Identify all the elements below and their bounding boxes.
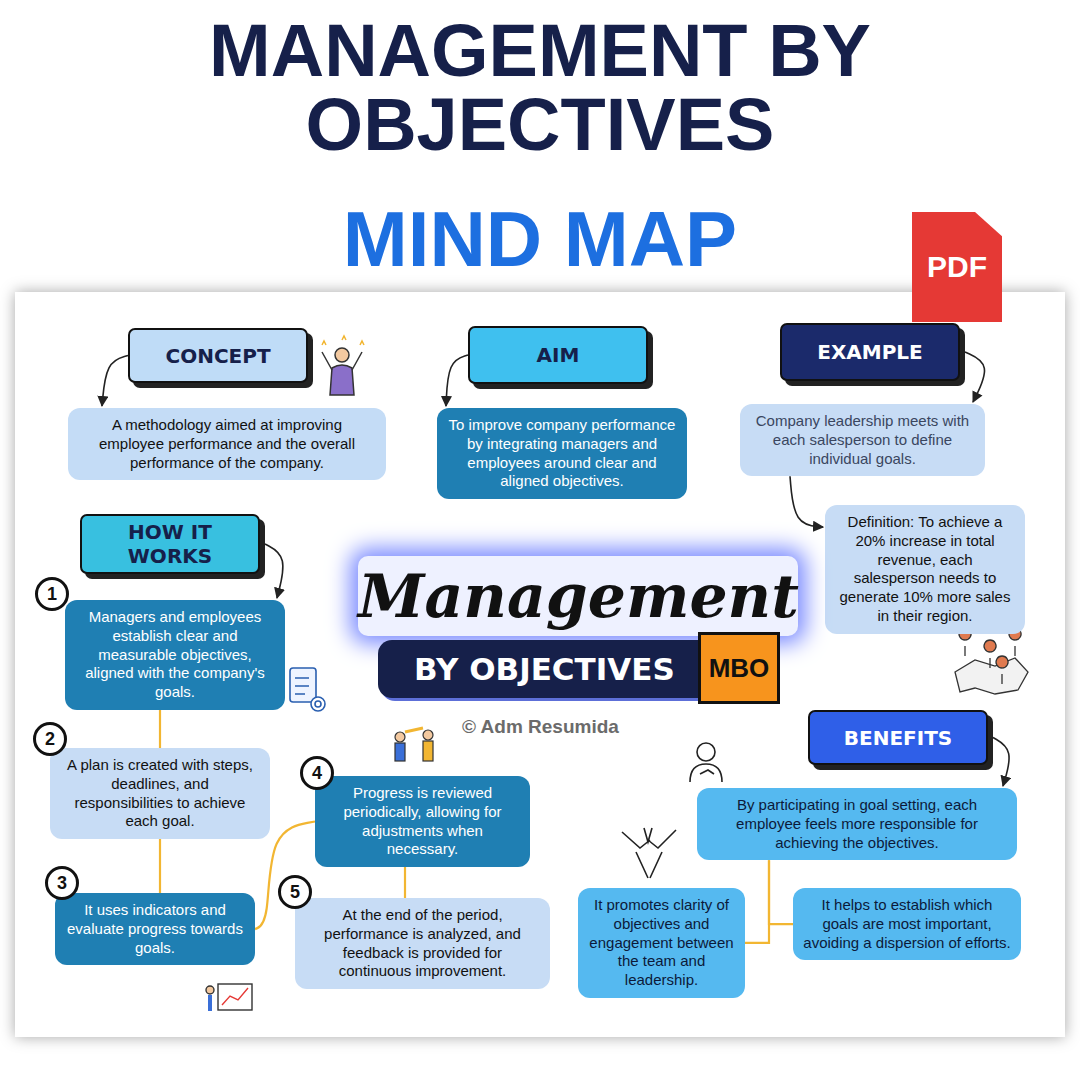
benefit-box: It promotes clarity of objectives and en… — [578, 888, 745, 998]
step-box: At the end of the period, performance is… — [295, 898, 550, 989]
header-text: EXAMPLE — [817, 340, 923, 364]
step-number-text: 2 — [45, 729, 55, 750]
connector-arrow — [102, 356, 128, 407]
text-bubble: To improve company performance by integr… — [437, 408, 687, 499]
section-header: HOW IT WORKS — [80, 514, 260, 574]
node-text: It promotes clarity of objectives and en… — [588, 896, 735, 990]
team-icon — [395, 728, 433, 761]
node-text: Company leadership meets with each sales… — [750, 412, 975, 468]
node-text: A plan is created with steps, deadlines,… — [60, 756, 260, 831]
step-number: 5 — [278, 875, 312, 909]
step-number-text: 3 — [57, 873, 67, 894]
node-text: A methodology aimed at improving employe… — [78, 416, 376, 472]
header-text: AIM — [537, 343, 580, 367]
step-number: 2 — [33, 722, 67, 756]
step-box: Progress is reviewed periodically, allow… — [315, 776, 530, 867]
step-number: 1 — [35, 577, 69, 611]
text-bubble: A methodology aimed at improving employe… — [68, 408, 386, 480]
subtitle: MIND MAP — [240, 200, 840, 278]
page-title: MANAGEMENT BY OBJECTIVES — [90, 14, 990, 162]
node-text: Definition: To achieve a 20% increase in… — [835, 513, 1015, 626]
text-bubble: Definition: To achieve a 20% increase in… — [825, 505, 1025, 634]
connector-arrow — [790, 476, 823, 527]
section-header: CONCEPT — [128, 328, 308, 383]
step-number-text: 4 — [312, 763, 322, 784]
node-text: At the end of the period, performance is… — [305, 906, 540, 981]
node-text: By participating in goal setting, each e… — [707, 796, 1007, 852]
pdf-icon: PDF — [912, 212, 1002, 322]
node-text: It uses indicators and evaluate progress… — [65, 901, 245, 957]
text-bubble: Company leadership meets with each sales… — [740, 404, 985, 476]
step-box: Managers and employees establish clear a… — [65, 600, 285, 710]
node-text: It helps to establish which goals are mo… — [803, 896, 1011, 952]
benefit-box: By participating in goal setting, each e… — [697, 788, 1017, 860]
header-text: HOW IT WORKS — [90, 520, 250, 568]
connector-line — [159, 710, 161, 748]
header-text: BENEFITS — [844, 726, 952, 750]
responsible-icon — [690, 743, 722, 782]
node-text: PDF — [927, 250, 987, 284]
acronym-box: MBO — [698, 632, 780, 704]
step-box: A plan is created with steps, deadlines,… — [50, 748, 270, 839]
section-header: AIM — [468, 326, 648, 384]
section-header: EXAMPLE — [780, 323, 960, 381]
step-number-text: 1 — [47, 584, 57, 605]
step-number-text: 5 — [290, 882, 300, 903]
connector-line — [745, 860, 769, 943]
connector-line — [404, 867, 406, 898]
node-text: Management — [358, 556, 798, 636]
connector-arrow — [265, 544, 283, 598]
node-text: Managers and employees establish clear a… — [75, 608, 275, 702]
section-header: BENEFITS — [808, 710, 988, 765]
clipboard-icon — [290, 668, 325, 711]
node-text: Progress is reviewed periodically, allow… — [325, 784, 520, 859]
central-topic: Management BY OBJECTIVES MBO — [358, 556, 798, 716]
person-icon — [322, 336, 364, 395]
benefit-box: It helps to establish which goals are mo… — [793, 888, 1021, 960]
connector-arrow — [446, 355, 468, 406]
teamwork-icon — [622, 828, 676, 878]
connector-line — [769, 860, 793, 924]
node-text: To improve company performance by integr… — [447, 416, 677, 491]
chart-icon — [206, 984, 252, 1011]
copyright-note: © Adm Resumida — [462, 716, 702, 739]
node-text: MBO — [709, 653, 770, 684]
step-number: 4 — [300, 756, 334, 790]
node-text: BY OBJECTIVES — [414, 651, 675, 687]
connector-line — [159, 839, 161, 893]
step-number: 3 — [45, 866, 79, 900]
map-icon — [955, 628, 1028, 694]
connector-arrow — [993, 738, 1009, 787]
step-box: It uses indicators and evaluate progress… — [55, 893, 255, 965]
header-text: CONCEPT — [165, 344, 270, 368]
connector-arrow — [965, 352, 985, 402]
